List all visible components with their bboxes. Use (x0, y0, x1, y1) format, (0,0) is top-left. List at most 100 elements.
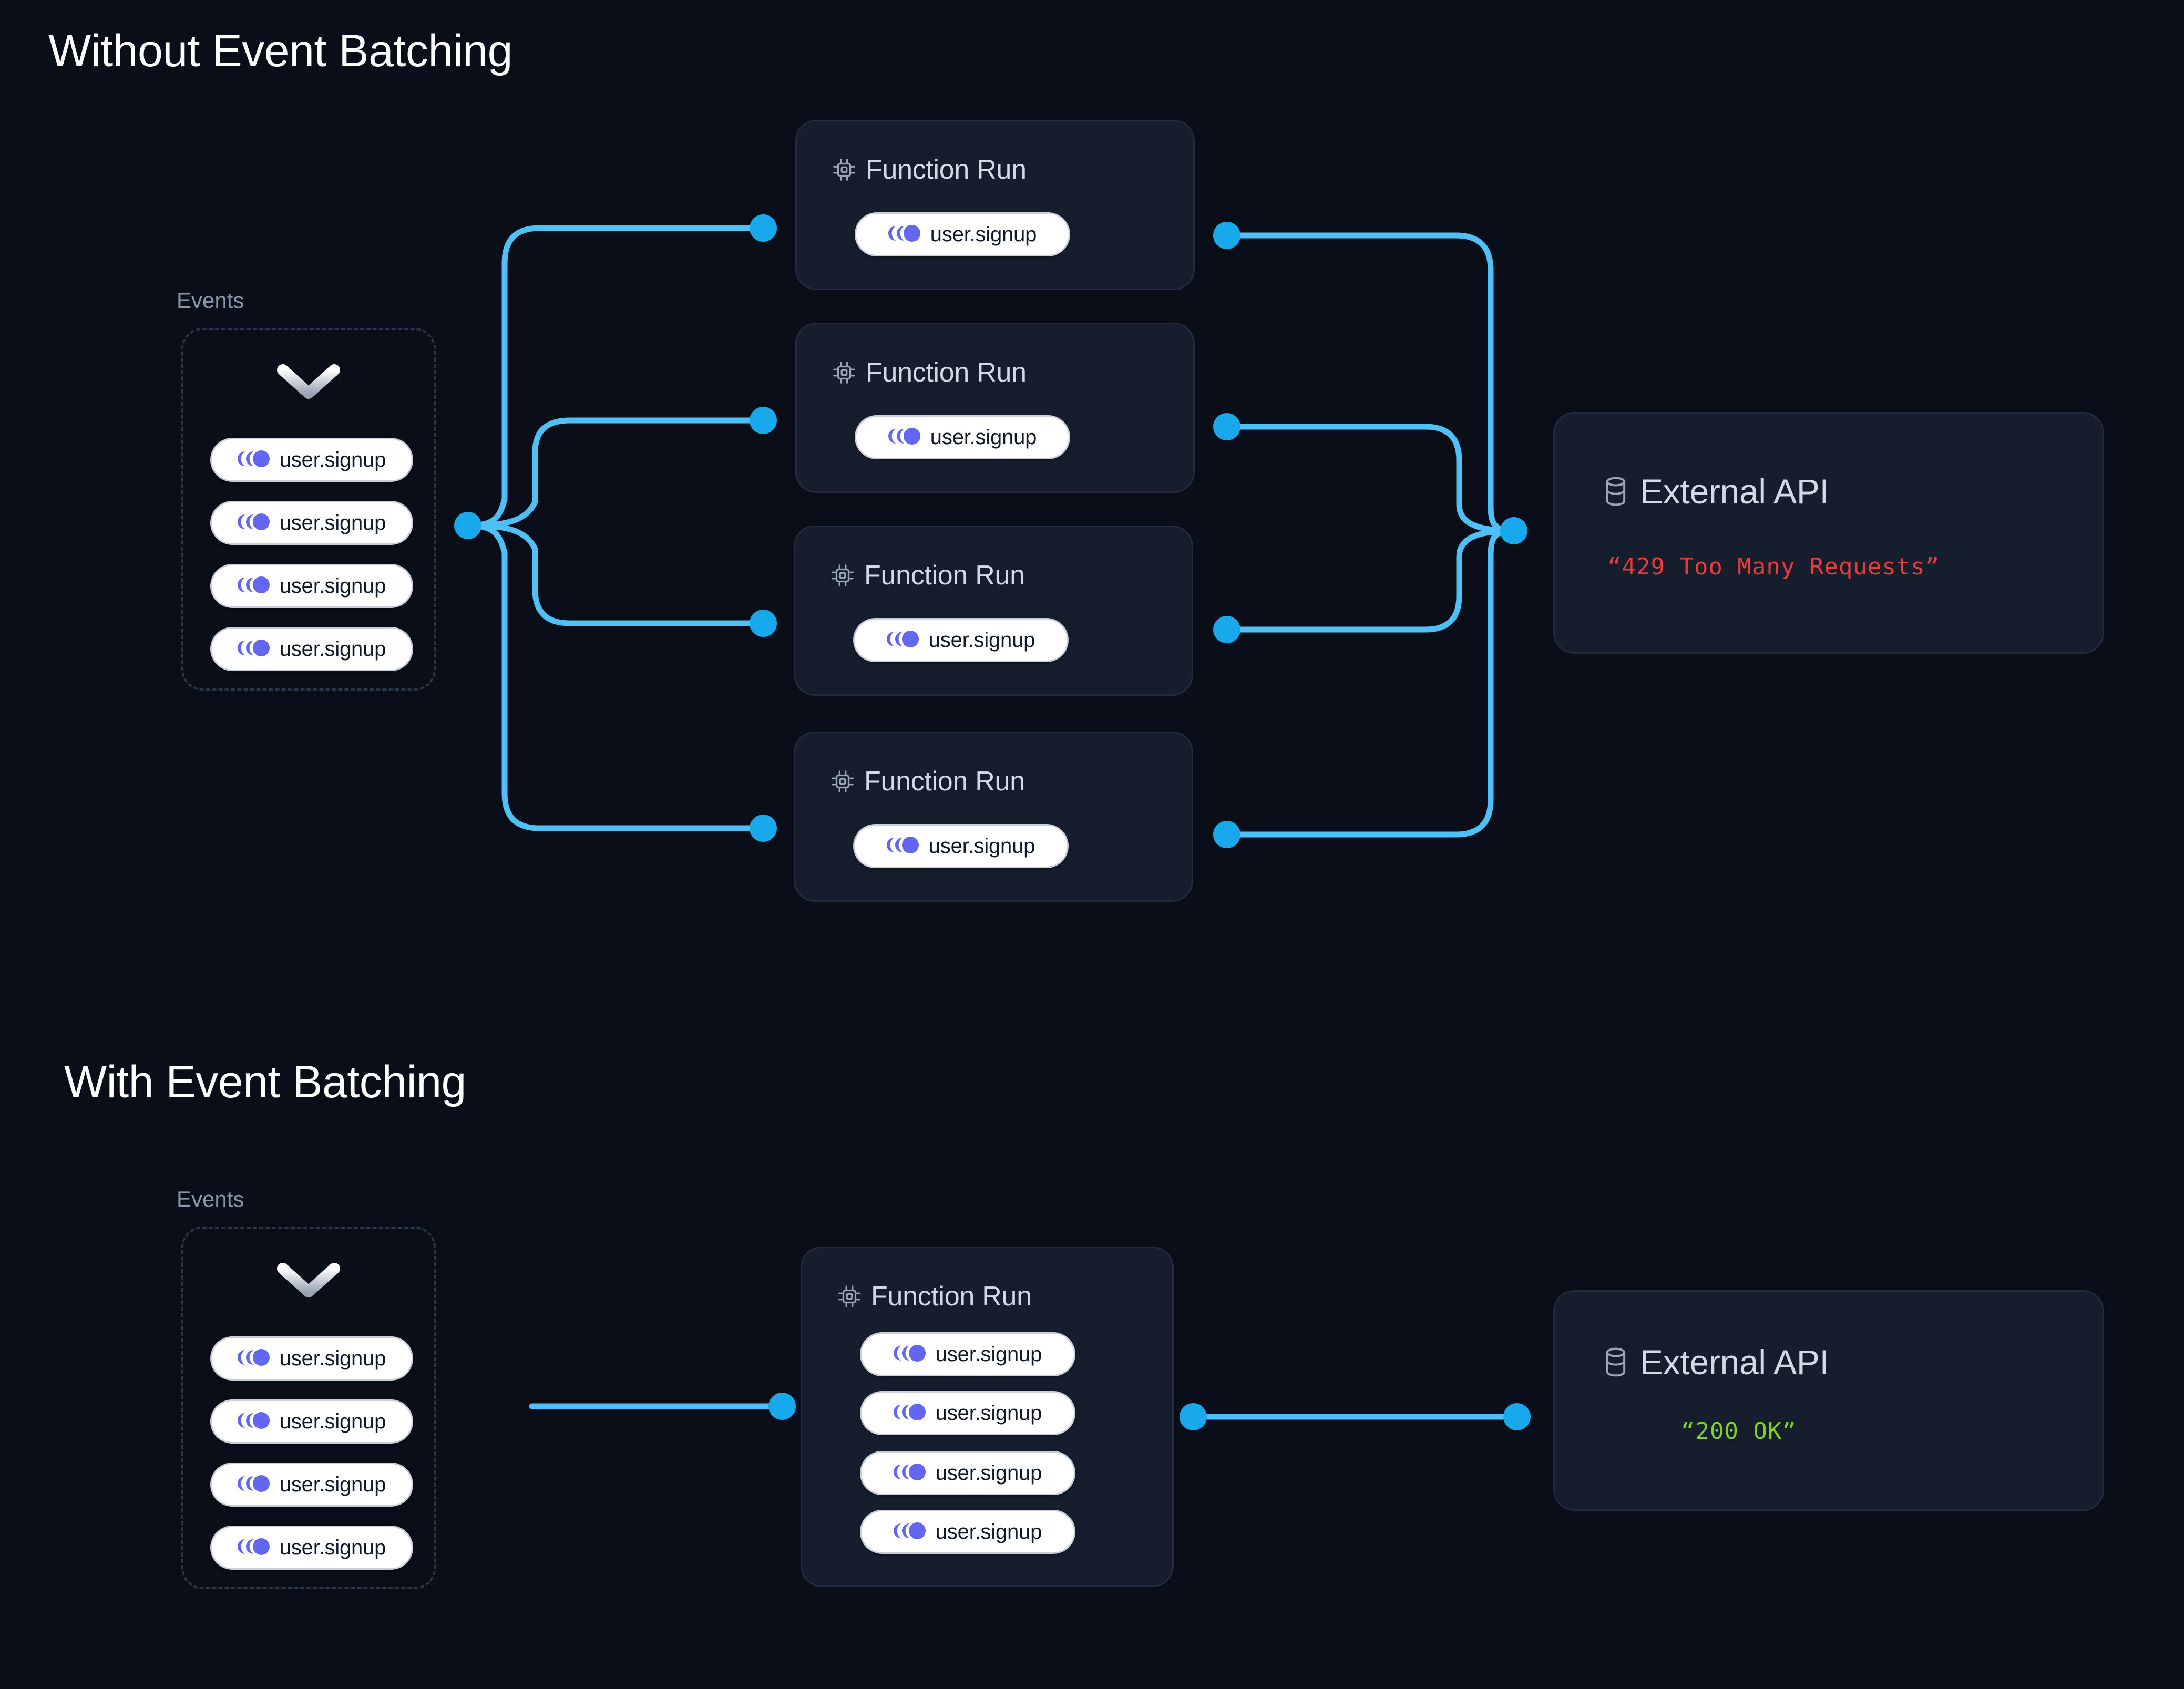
cpu-chip-icon (837, 1284, 862, 1309)
connector-node-run-4-in (750, 815, 777, 842)
connector-node-source (454, 512, 481, 539)
status-badge: “200 OK” (1681, 1418, 1797, 1445)
list-item[interactable]: user.signup (210, 627, 413, 671)
event-label: user.signup (279, 448, 386, 471)
list-item[interactable]: user.signup (210, 564, 413, 608)
wire-events-to-run-1 (465, 225, 766, 529)
connector-node-run-3-in (750, 610, 777, 637)
external-api-card[interactable]: External API “200 OK” (1553, 1290, 2104, 1511)
list-item[interactable]: user.signup (210, 438, 413, 482)
connector-node-api-in (1500, 517, 1527, 544)
list-item[interactable]: user.signup (860, 1332, 1075, 1376)
wire-events-to-run-3 (465, 522, 766, 626)
wire-run-2-to-api (1224, 424, 1517, 534)
event-label: user.signup (935, 1520, 1042, 1543)
event-icon (893, 1463, 926, 1484)
connector-node-run-1-in (750, 214, 777, 242)
event-icon (886, 836, 919, 857)
section-title-without-batching: Without Event Batching (48, 26, 512, 76)
event-label: user.signup (928, 834, 1035, 858)
card-title: Function Run (866, 155, 1027, 185)
function-run-card[interactable]: Function Run user.signup (794, 526, 1193, 696)
chevron-down-icon (276, 1261, 341, 1299)
event-icon (237, 1412, 270, 1432)
card-title: Function Run (864, 766, 1025, 797)
list-item[interactable]: user.signup (853, 618, 1069, 662)
card-title: Function Run (866, 357, 1027, 388)
external-api-card[interactable]: External API “429 Too Many Requests” (1553, 412, 2104, 654)
cpu-chip-icon (830, 769, 855, 794)
chevron-down-icon (276, 363, 341, 400)
connector-node-api-in-bottom (1503, 1403, 1531, 1430)
card-header: Function Run (837, 1281, 1032, 1312)
card-title: Function Run (871, 1281, 1032, 1312)
list-item[interactable]: user.signup (210, 1399, 413, 1444)
list-item[interactable]: user.signup (860, 1510, 1075, 1554)
event-icon (237, 1348, 270, 1369)
events-caption-bottom: Events (177, 1187, 244, 1211)
wire-events-to-run-2 (465, 417, 766, 529)
connector-node-batched-run-in (768, 1393, 796, 1420)
function-run-card[interactable]: Function Run user.signup user.signup (801, 1247, 1174, 1587)
connector-node-batched-run-out (1180, 1403, 1207, 1430)
event-label: user.signup (279, 1409, 386, 1433)
event-label: user.signup (279, 1536, 386, 1559)
events-group-top: user.signup user.signup user.signup (181, 328, 436, 691)
wire-run-1-to-api (1224, 232, 1517, 534)
list-item[interactable]: user.signup (210, 1336, 413, 1381)
event-icon (237, 513, 270, 533)
event-icon (237, 639, 270, 660)
events-caption-top: Events (177, 288, 244, 313)
connector-node-run-2-in (750, 407, 777, 434)
event-icon (888, 224, 921, 245)
card-header: Function Run (830, 766, 1025, 797)
event-icon (893, 1403, 926, 1424)
event-icon (886, 630, 919, 651)
wire-run-3-to-api (1224, 528, 1517, 633)
event-icon (237, 450, 270, 470)
wire-events-to-run-4 (465, 522, 766, 831)
section-title-with-batching: With Event Batching (64, 1057, 466, 1107)
cpu-chip-icon (832, 361, 856, 385)
event-label: user.signup (935, 1342, 1042, 1366)
card-title: External API (1640, 1343, 1829, 1382)
cpu-chip-icon (832, 158, 856, 182)
status-badge: “429 Too Many Requests” (1607, 553, 1940, 580)
wire-run-4-to-api (1224, 528, 1517, 838)
list-item[interactable]: user.signup (853, 824, 1069, 868)
card-header: Function Run (832, 154, 1027, 186)
event-label: user.signup (279, 574, 386, 598)
connector-node-run-3-out (1213, 616, 1240, 643)
events-group-bottom: user.signup user.signup user.signup (181, 1227, 436, 1589)
database-icon (1601, 476, 1631, 507)
event-icon (237, 1475, 270, 1495)
event-icon (888, 427, 921, 448)
connector-node-run-1-out (1213, 222, 1240, 249)
event-label: user.signup (279, 637, 386, 661)
card-header: Function Run (830, 560, 1025, 591)
connector-node-run-2-out (1213, 413, 1240, 440)
event-icon (237, 576, 270, 596)
function-run-card[interactable]: Function Run user.signup (795, 323, 1195, 493)
list-item[interactable]: user.signup (210, 1526, 413, 1570)
card-header: External API (1601, 471, 1829, 511)
list-item[interactable]: user.signup (855, 415, 1070, 459)
list-item[interactable]: user.signup (860, 1391, 1075, 1435)
list-item[interactable]: user.signup (855, 212, 1070, 256)
event-label: user.signup (279, 1472, 386, 1496)
event-label: user.signup (930, 222, 1037, 246)
card-title: Function Run (864, 560, 1025, 591)
list-item[interactable]: user.signup (210, 501, 413, 545)
card-header: Function Run (832, 357, 1027, 388)
card-title: External API (1640, 472, 1829, 511)
cpu-chip-icon (830, 563, 855, 588)
event-label: user.signup (935, 1401, 1042, 1425)
connector-node-run-4-out (1213, 821, 1240, 848)
function-run-card[interactable]: Function Run user.signup (795, 120, 1195, 290)
list-item[interactable]: user.signup (210, 1463, 413, 1507)
event-label: user.signup (928, 628, 1035, 652)
card-header: External API (1601, 1342, 1829, 1382)
list-item[interactable]: user.signup (860, 1451, 1075, 1495)
event-icon (893, 1344, 926, 1365)
function-run-card[interactable]: Function Run user.signup (794, 732, 1193, 902)
